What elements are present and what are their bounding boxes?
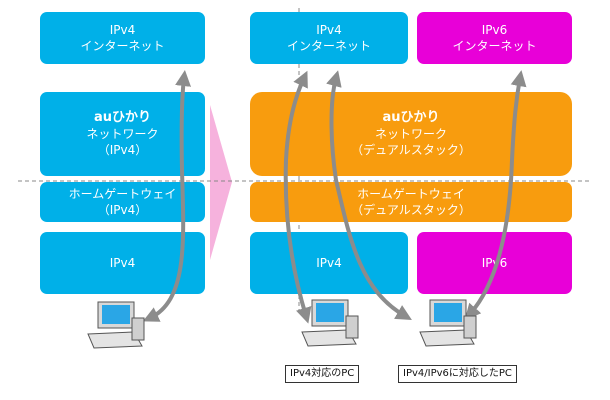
right-ipv4-internet: IPv4 インターネット <box>250 12 408 64</box>
right-dual-ipv6-arrow <box>464 70 527 321</box>
right-internet6-line2: インターネット <box>452 39 537 53</box>
left-lan-label: IPv4 <box>109 256 136 270</box>
right-pc4-ipv4-arrow <box>283 70 312 324</box>
left-network-line3: （IPv4） <box>97 143 148 157</box>
left-network-line1: auひかり <box>93 110 152 125</box>
right-dual-ipv4-arrow <box>326 70 412 321</box>
pc-icon <box>301 299 359 347</box>
left-internet-line2: インターネット <box>80 39 165 53</box>
left-network-line2: ネットワーク <box>86 127 159 141</box>
left-internet-line1: IPv4 <box>109 23 136 37</box>
pc-ipv4-caption: IPv4対応のPC <box>285 365 360 383</box>
pc-icon <box>419 299 477 347</box>
left-pc-ipv4-arrow <box>142 70 192 322</box>
right-ipv6-internet: IPv6 インターネット <box>417 12 572 64</box>
right-internet6-line1: IPv6 <box>481 23 508 37</box>
pc-icon <box>87 301 145 349</box>
left-ipv4-internet: IPv4 インターネット <box>40 12 205 64</box>
right-internet4-line1: IPv4 <box>316 23 342 37</box>
pc-dual-caption: IPv4/IPv6に対応したPC <box>398 365 517 383</box>
right-internet4-line2: インターネット <box>286 39 371 53</box>
left-gateway-line2: （IPv4） <box>97 203 148 217</box>
